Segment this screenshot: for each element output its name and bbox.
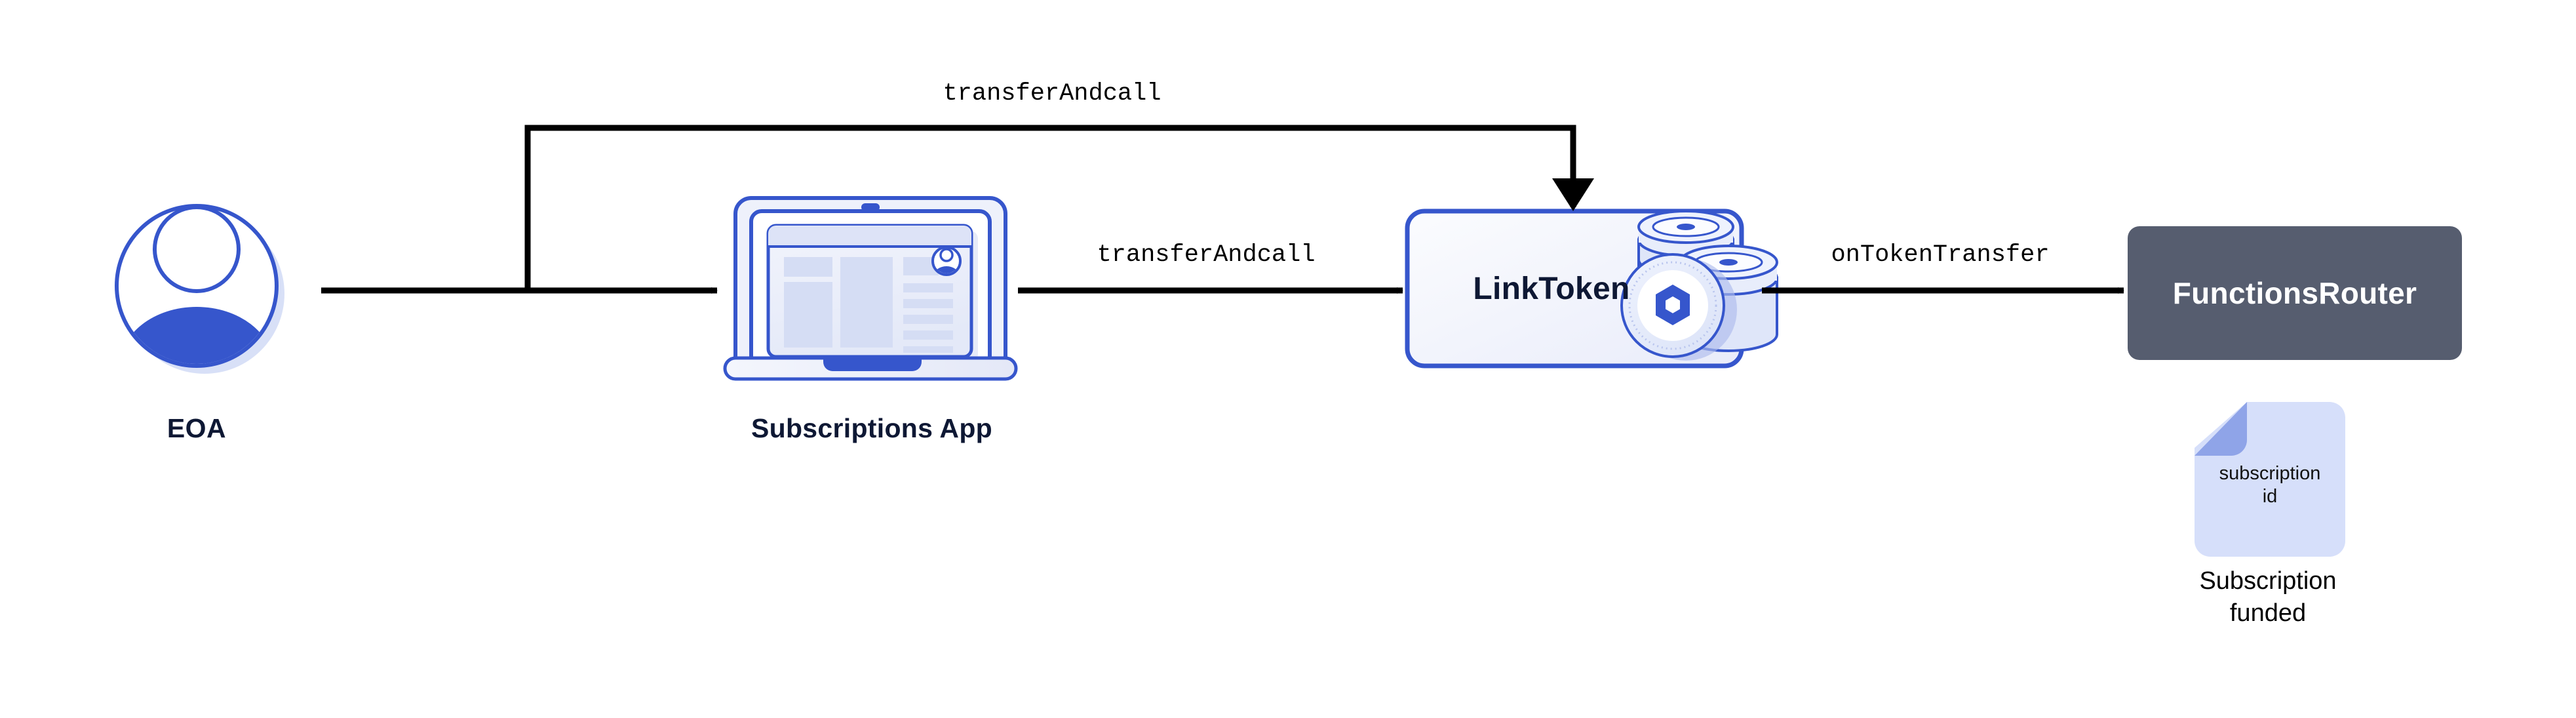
user-avatar-icon	[115, 204, 284, 374]
document-caption: Subscription funded	[2130, 565, 2406, 629]
node-label-subscriptions-app: Subscriptions App	[751, 413, 993, 443]
document-label-line-1: subscription	[2219, 463, 2321, 484]
edge-label-on-token-transfer: onTokenTransfer	[1831, 241, 2050, 269]
node-label-functionsrouter[interactable]: FunctionsRouter	[2172, 276, 2417, 310]
laptop-icon	[723, 196, 1018, 381]
edge-label-transfer-and-call-app: transferAndcall	[1097, 241, 1316, 269]
chainlink-coin-icon	[1620, 253, 1737, 361]
link-coins-icon	[1620, 210, 1778, 361]
document-label-line-2: id	[2262, 486, 2278, 508]
node-label-linktoken[interactable]: LinkToken	[1473, 271, 1630, 306]
screen-avatar-icon	[931, 246, 962, 276]
document-label: subscription id	[2195, 462, 2345, 509]
edge-eoa-to-linktoken-path	[524, 125, 1576, 290]
edge-label-transfer-and-call-top: transferAndcall	[943, 80, 1161, 108]
functionsrouter-box	[2128, 226, 2462, 360]
document-caption-line-1: Subscription	[2199, 567, 2337, 595]
subscription-id-document-icon	[2195, 402, 2345, 557]
edge-eoa-to-linktoken-arrowhead	[1552, 178, 1594, 211]
node-label-eoa: EOA	[166, 413, 227, 443]
document-caption-line-2: funded	[2229, 599, 2307, 627]
